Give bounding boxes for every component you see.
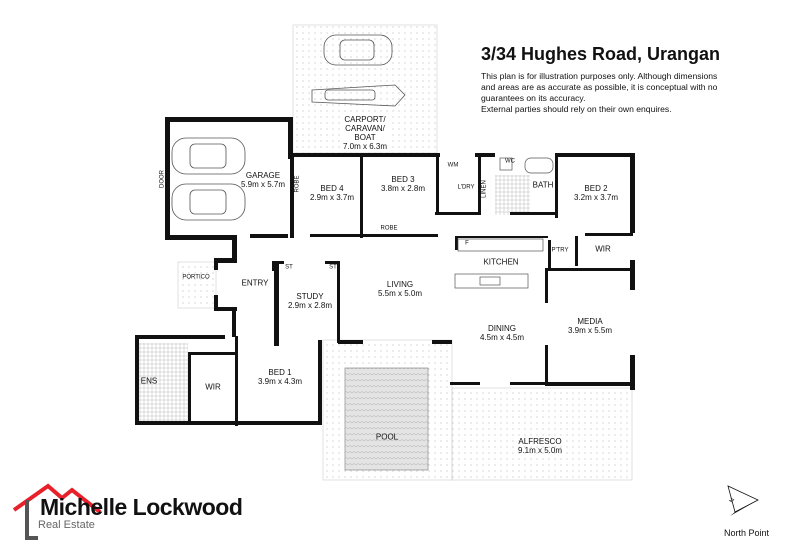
car-icon: [171, 34, 406, 221]
fridge-label: F: [465, 240, 469, 247]
storage-label: ST: [329, 264, 337, 271]
room-label-pantry: P'TRY: [551, 247, 569, 254]
room-name: ALFRESCO: [518, 437, 562, 446]
room-label-dining: DINING 4.5m x 4.5m: [480, 324, 524, 342]
room-label-pool: POOL: [375, 432, 399, 442]
room-label-alfresco: ALFRESCO 9.1m x 5.0m: [518, 437, 562, 455]
room-label-living: LIVING 5.5m x 5.0m: [378, 280, 422, 298]
room-label-bed4: BED 4 2.9m x 3.7m: [310, 184, 354, 202]
room-name: GARAGE: [245, 171, 281, 180]
wc-label: WC: [505, 158, 515, 165]
room-name: STUDY: [296, 292, 324, 301]
room-name: CARPORT/: [344, 115, 386, 124]
portico-area: [177, 261, 217, 309]
room-label-bed3: BED 3 3.8m x 2.8m: [381, 175, 425, 193]
room-label-garage: GARAGE 5.9m x 5.7m: [241, 171, 285, 189]
room-size: 2.9m x 2.8m: [287, 301, 333, 310]
disclaimer-line: This plan is for illustration purposes o…: [481, 71, 718, 81]
room-label-wir-bed2: WIR: [595, 244, 611, 254]
room-size: 7.0m x 6.3m: [342, 142, 388, 151]
room-name: BED 4: [320, 184, 344, 193]
disclaimer: This plan is for illustration purposes o…: [481, 71, 781, 115]
room-label-entry: ENTRY: [241, 278, 269, 288]
room-name: BED 2: [584, 184, 608, 193]
room-size: 5.5m x 5.0m: [377, 289, 423, 298]
room-size: 4.5m x 4.5m: [479, 333, 525, 342]
room-label-bath: BATH: [532, 180, 554, 190]
disclaimer-line: guarantees on its accuracy.: [481, 93, 586, 103]
disclaimer-line: and areas are as accurate as possible, i…: [481, 82, 718, 92]
room-size: 3.9m x 5.5m: [567, 326, 613, 335]
room-name: BED 3: [391, 175, 415, 184]
alfresco-area: [451, 387, 633, 481]
kitchen-fixtures: [454, 157, 554, 289]
north-arrow-icon: [727, 485, 759, 516]
room-label-kitchen: KITCHEN: [483, 257, 519, 267]
logo-roof-icon: [12, 483, 102, 540]
robe-label: ROBE: [294, 175, 301, 193]
room-label-media: MEDIA 3.9m x 5.5m: [568, 317, 612, 335]
robe-label: ROBE: [380, 225, 398, 232]
room-label-wir-bed1: WIR: [205, 382, 221, 392]
room-label-bed2: BED 2 3.2m x 3.7m: [574, 184, 618, 202]
room-label-study: STUDY 2.9m x 2.8m: [288, 292, 332, 310]
disclaimer-line: External parties should rely on their ow…: [481, 104, 672, 114]
room-name: BOAT: [354, 133, 376, 142]
logo-name: Michelle Lockwood: [40, 494, 243, 520]
room-name: MEDIA: [577, 317, 603, 326]
room-size: 3.2m x 3.7m: [573, 193, 619, 202]
property-title: 3/34 Hughes Road, Urangan: [481, 44, 721, 64]
room-name: DINING: [487, 324, 516, 333]
agency-logo: Michelle Lockwood Real Estate: [14, 482, 254, 542]
wm-label: WM: [447, 162, 459, 169]
room-size: 3.9m x 4.3m: [257, 377, 303, 386]
storage-label: ST: [285, 264, 293, 271]
room-size: 2.9m x 3.7m: [309, 193, 355, 202]
pool: [344, 367, 429, 471]
garage-door-label: DOOR: [159, 170, 166, 188]
ensuite-tiles: [138, 343, 188, 421]
bath-tiles: [495, 175, 530, 215]
room-size: 9.1m x 5.0m: [517, 446, 563, 455]
room-size: 5.9m x 5.7m: [240, 180, 286, 189]
room-label-laundry: L'DRY: [457, 184, 475, 191]
room-label-ensuite: ENS: [140, 376, 158, 386]
north-point-label: North Point: [724, 528, 770, 538]
walls: [135, 117, 635, 426]
room-name: CARAVAN/: [345, 124, 385, 133]
logo-subtitle: Real Estate: [38, 519, 95, 531]
linen-label: LINEN: [481, 180, 488, 198]
room-label-portico: PORTICO: [182, 274, 210, 281]
room-name: LIVING: [386, 280, 414, 289]
room-label-bed1: BED 1 3.9m x 4.3m: [258, 368, 302, 386]
room-size: 3.8m x 2.8m: [380, 184, 426, 193]
room-label-carport: CARPORT/ CARAVAN/ BOAT 7.0m x 6.3m: [341, 115, 389, 151]
room-name: BED 1: [268, 368, 292, 377]
